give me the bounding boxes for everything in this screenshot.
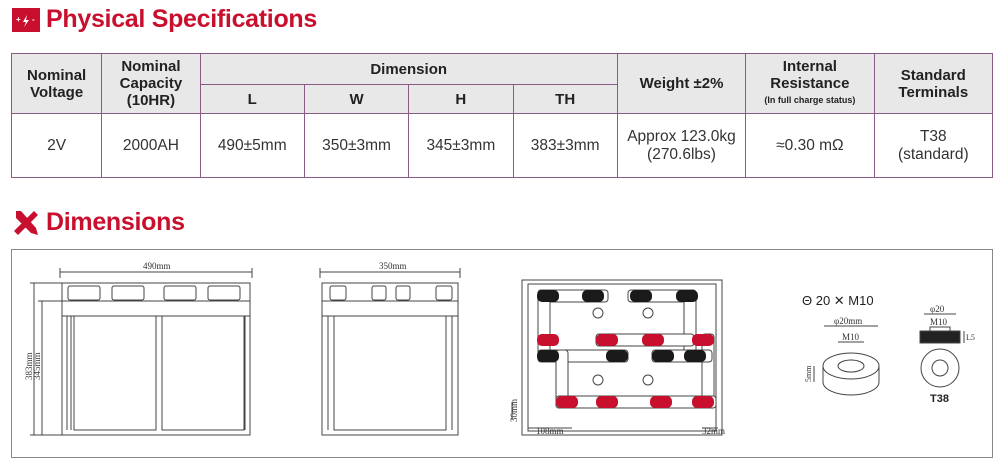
cell-capacity: 2000AH xyxy=(101,113,201,178)
dimensions-drawing-panel: 490mm 383mm 345mm 350mm xyxy=(11,249,993,458)
physical-specs-heading: + - Physical Specifications xyxy=(12,5,317,34)
terminal-side-dia: φ20 xyxy=(930,304,945,314)
cell-h: 345±3mm xyxy=(408,113,514,178)
terminal-bolt-label: M10 xyxy=(842,332,860,342)
header-w: W xyxy=(303,84,410,114)
top-side-label: 30mm xyxy=(509,399,519,422)
terminal-dia-label: φ20mm xyxy=(834,316,862,326)
terminal-side-depth: L5 xyxy=(966,333,975,342)
side-view-drawing xyxy=(319,268,461,436)
top-left-label: 108mm xyxy=(536,426,564,436)
section-title: Physical Specifications xyxy=(46,5,317,33)
cell-w: 350±3mm xyxy=(303,113,410,178)
cell-th: 383±3mm xyxy=(512,113,618,178)
header-capacity: Nominal Capacity (10HR) xyxy=(101,53,201,114)
cell-voltage: 2V xyxy=(10,113,103,178)
terminal-depth-label: 5mm xyxy=(804,365,813,382)
top-view-drawing xyxy=(511,279,723,436)
front-h-label: 345mm xyxy=(32,352,42,380)
terminal-side-bolt: M10 xyxy=(930,317,948,327)
terminal-side-drawing xyxy=(919,313,965,388)
header-voltage: Nominal Voltage xyxy=(10,53,103,114)
header-weight: Weight ±2% xyxy=(616,53,747,114)
front-view-drawing xyxy=(30,268,253,436)
cell-l: 490±5mm xyxy=(199,113,305,178)
front-th-label: 383mm xyxy=(24,352,34,380)
header-terminals: Standard Terminals xyxy=(873,53,994,114)
terminal-spec-label: Θ 20 ✕ M10 xyxy=(802,293,874,308)
terminal-name-label: T38 xyxy=(930,393,949,405)
header-dimension: Dimension xyxy=(199,53,618,85)
header-th: TH xyxy=(512,84,618,114)
cell-weight: Approx 123.0kg(270.6lbs) xyxy=(616,113,747,178)
cell-terminal: T38(standard) xyxy=(873,113,994,178)
spec-table: Nominal Voltage Nominal Capacity (10HR) … xyxy=(10,53,994,178)
section-title: Dimensions xyxy=(46,208,185,236)
table-row: 2V 2000AH 490±5mm 350±3mm 345±3mm 383±3m… xyxy=(10,113,994,178)
side-width-label: 350mm xyxy=(379,261,407,271)
svg-text:-: - xyxy=(32,15,35,24)
front-width-label: 490mm xyxy=(143,261,171,271)
cell-resistance: ≈0.30 mΩ xyxy=(745,113,875,178)
terminal-detail-drawing xyxy=(813,325,880,396)
header-resistance: Internal Resistance (In full charge stat… xyxy=(745,53,875,114)
tools-icon xyxy=(14,210,38,235)
header-h: H xyxy=(408,84,514,114)
dimensions-heading: Dimensions xyxy=(12,208,185,237)
top-right-label: 32mm xyxy=(702,426,725,436)
svg-text:+: + xyxy=(16,15,21,24)
header-l: L xyxy=(199,84,305,114)
battery-icon: + - xyxy=(12,7,40,32)
